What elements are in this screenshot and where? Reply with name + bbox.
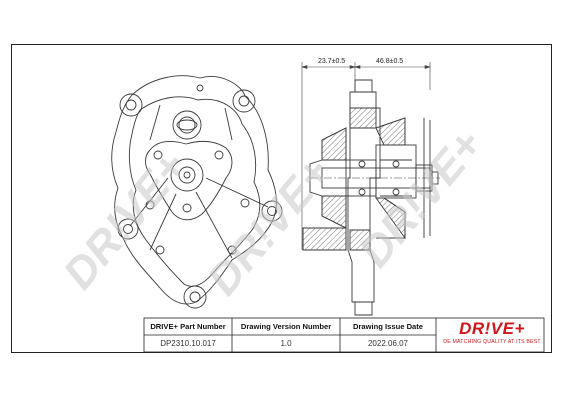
issue-date-value: 2022.06.07 [367, 338, 409, 348]
version-value: 1.0 [280, 338, 292, 348]
brand-logo: DR!VE+ [459, 319, 525, 338]
dimension-overall-width: 46.8±0.5 [376, 58, 404, 65]
pump-section-view [300, 62, 440, 316]
pump-front-view [111, 75, 283, 309]
drawing-frame [11, 44, 552, 353]
part-number-header: DRIVE+ Part Number [150, 322, 226, 331]
brand-logo-area: DR!VE+ DE MATCHING QUALITY AT ITS BEST [440, 320, 544, 350]
title-block [143, 317, 545, 353]
version-header: Drawing Version Number [240, 322, 332, 331]
issue-date-header: Drawing Issue Date [352, 322, 424, 331]
brand-tagline: DE MATCHING QUALITY AT ITS BEST [443, 339, 541, 345]
watermark: DR!VE+ DR!VE+ DR!VE+ [54, 120, 492, 304]
dimension-lines [300, 62, 432, 250]
part-number-value: DP2310.10.017 [160, 338, 216, 348]
dimension-hub-width: 23.7±0.5 [318, 58, 346, 65]
